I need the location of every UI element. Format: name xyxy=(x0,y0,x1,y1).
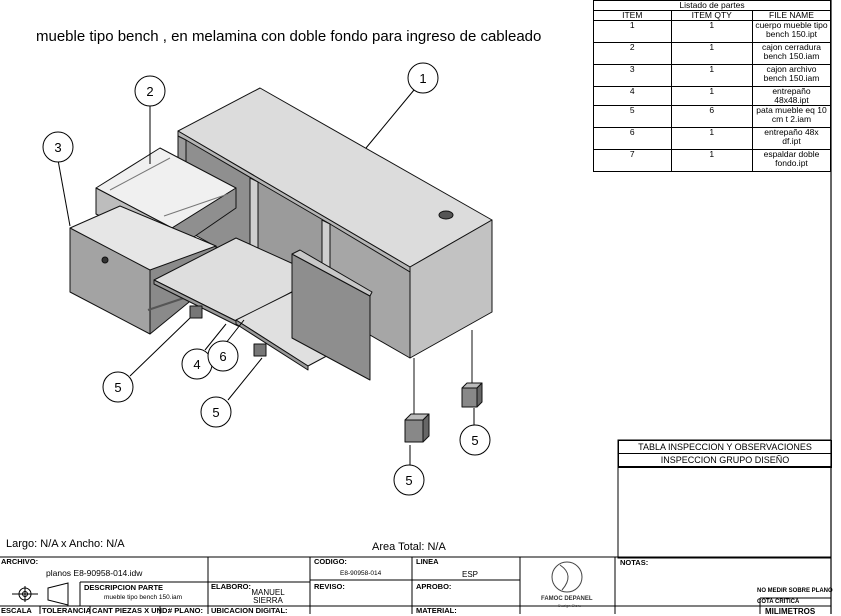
balloon-5: 5 xyxy=(471,433,478,448)
cell-file: cuerpo mueble tipo bench 150.ipt xyxy=(751,20,832,43)
balloon-5: 5 xyxy=(114,380,121,395)
company-logo-icon xyxy=(551,561,583,593)
ubicacion-label: UBICACION DIGITAL: xyxy=(211,606,288,615)
cota-critica-note: COTA CRITICA xyxy=(757,599,800,605)
parts-list-table: Listado de partes ITEM ITEM QTY FILE NAM… xyxy=(593,0,832,172)
codigo-value: E8-90958-014 xyxy=(340,570,382,577)
table-row: 7 1 espaldar doble fondo.ipt xyxy=(593,149,832,172)
dimensions-text: Largo: N/A x Ancho: N/A xyxy=(6,538,125,550)
elaboro-label: ELABORO: xyxy=(211,582,251,591)
cell-file: espaldar doble fondo.ipt xyxy=(751,149,832,172)
material-label: MATERIAL: xyxy=(416,606,457,615)
aprobo-label: APROBO: xyxy=(416,582,452,591)
archivo-value: planos E8-90958-014.idw xyxy=(46,568,143,578)
table-row: 2 1 cajon cerradura bench 150.iam xyxy=(593,42,832,65)
balloon-5: 5 xyxy=(405,473,412,488)
plano-label: # PLANO: xyxy=(168,606,204,615)
escala-label: ESCALA xyxy=(1,606,32,615)
bench-furniture-illustration xyxy=(69,87,493,443)
cell-qty: 1 xyxy=(670,149,753,172)
cable-hole xyxy=(438,210,454,220)
reviso-label: REVISO: xyxy=(314,582,345,591)
descripcion-label: DESCRIPCION PARTE xyxy=(84,583,164,592)
balloon-3: 3 xyxy=(54,140,61,155)
cell-qty: 6 xyxy=(670,105,753,128)
logo-tagline: Design Store xyxy=(558,603,582,608)
part-balloons xyxy=(42,62,491,496)
balloon-5: 5 xyxy=(212,405,219,420)
inspection-title: TABLA INSPECCION Y OBSERVACIONES xyxy=(619,441,831,454)
inspection-table: TABLA INSPECCION Y OBSERVACIONES INSPECC… xyxy=(618,440,832,468)
descripcion-value: mueble tipo bench 150.iam xyxy=(104,594,183,601)
tolerancia-label: TOLERANCIA xyxy=(42,606,92,615)
inspection-subtitle: INSPECCION GRUPO DISEÑO xyxy=(619,454,831,467)
no-medir-note: NO MEDIR SOBRE PLANO xyxy=(757,588,833,594)
linea-label: LINEA xyxy=(416,557,439,566)
cant-piezas-label: CANT PIEZAS X UND: xyxy=(92,606,170,615)
title-block-grid xyxy=(0,556,831,614)
balloon-4: 4 xyxy=(193,357,200,372)
leg-icon xyxy=(404,358,430,443)
elaboro-value: MANUEL SIERRA xyxy=(251,588,285,605)
codigo-label: CODIGO: xyxy=(314,557,347,566)
logo-text: FAMOC DEPANEL xyxy=(541,596,593,602)
balloon-6: 6 xyxy=(219,349,226,364)
leg-icon xyxy=(461,330,483,408)
table-row: 5 6 pata mueble eq 10 cm t 2.iam xyxy=(593,105,832,128)
drawing-title: mueble tipo bench , en melamina con dobl… xyxy=(36,28,542,45)
milimetros-label: MILIMETROS xyxy=(765,607,816,616)
area-text: Area Total: N/A xyxy=(372,541,446,553)
balloon-1: 1 xyxy=(419,71,426,86)
notas-label: NOTAS: xyxy=(620,558,649,567)
balloon-2: 2 xyxy=(146,84,153,99)
table-row: 6 1 entrepaño 48x df.ipt xyxy=(593,127,832,150)
linea-value: ESP xyxy=(462,570,479,579)
archivo-label: ARCHIVO: xyxy=(1,557,39,566)
projection-symbol-icon xyxy=(12,582,69,606)
